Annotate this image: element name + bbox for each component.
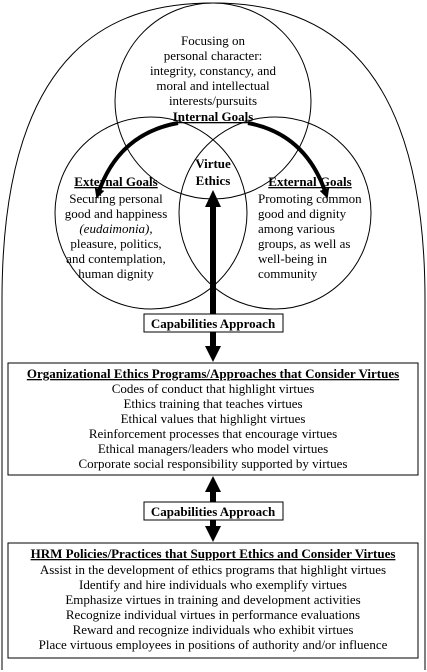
org-ethics-item: Corporate social responsibility supporte…	[79, 456, 348, 471]
curved-arrow-right	[247, 121, 330, 199]
capabilities-approach-upper-label: Capabilities Approach	[151, 316, 276, 331]
hrm-policies-item: Emphasize virtues in training and develo…	[65, 592, 360, 607]
capabilities-approach-lower-label: Capabilities Approach	[151, 504, 276, 519]
virtue-label: Virtue	[195, 156, 231, 171]
curved-arrow-left	[94, 121, 179, 199]
left-external-line: Securing personal	[69, 191, 163, 206]
org-ethics-item: Ethics training that teaches virtues	[123, 396, 302, 411]
org-ethics-item: Reinforcement processes that encourage v…	[89, 426, 337, 441]
internal-line: personal character:	[164, 48, 263, 63]
right-external-line: community	[258, 266, 318, 281]
org-ethics-title: Organizational Ethics Programs/Approache…	[27, 366, 399, 381]
left-external-line: good and happiness	[65, 206, 168, 221]
hrm-policies-item: Place virtuous employees in positions of…	[39, 637, 388, 652]
internal-line: interests/pursuits	[169, 93, 257, 108]
internal-line: Focusing on	[181, 33, 245, 48]
right-external-line: Promoting common	[258, 191, 362, 206]
right-external-goals-label: External Goals	[268, 174, 351, 189]
left-external-line: (eudaimonia),	[79, 221, 152, 236]
hrm-policies-item: Identify and hire individuals who exempl…	[79, 577, 347, 592]
capabilities-approach-lower-box	[143, 501, 284, 521]
arrow-head-up-virtue	[205, 190, 221, 207]
right-external-goals-circle	[178, 116, 372, 310]
right-external-line: good and dignity	[258, 206, 347, 221]
right-external-line: well-being in	[258, 251, 327, 266]
capabilities-approach-upper-box	[143, 313, 284, 333]
left-external-line: pleasure, politics,	[70, 236, 161, 251]
right-external-goals-text: External Goals Promoting common good and…	[258, 174, 362, 281]
org-ethics-box	[7, 362, 419, 476]
internal-line: moral and intellectual	[156, 78, 270, 93]
hrm-policies-item: Recognize individual virtues in performa…	[66, 607, 360, 622]
left-external-goals-circle	[54, 116, 248, 310]
org-ethics-item: Ethical values that highlight virtues	[121, 411, 306, 426]
arrow-head-down-org	[205, 346, 221, 362]
ethics-label: Ethics	[196, 173, 231, 188]
left-external-goals-text: External Goals Securing personal good an…	[65, 174, 168, 281]
hrm-policies-item: Reward and recognize individuals who exh…	[73, 622, 354, 637]
right-external-line: among various	[258, 221, 335, 236]
hrm-policies-box	[7, 542, 419, 659]
hrm-policies-title: HRM Policies/Practices that Support Ethi…	[31, 546, 396, 561]
arrow-head-up-org	[205, 476, 221, 492]
internal-line: integrity, constancy, and	[150, 63, 277, 78]
left-external-goals-label: External Goals	[74, 174, 157, 189]
hrm-policies-item: Assist in the development of ethics prog…	[40, 562, 386, 577]
org-ethics-item: Codes of conduct that highlight virtues	[112, 381, 315, 396]
internal-goals-text: Focusing on personal character: integrit…	[150, 33, 277, 124]
left-external-line: and contemplation,	[66, 251, 166, 266]
right-external-line: groups, as well as	[258, 236, 350, 251]
left-external-line: human dignity	[78, 266, 154, 281]
org-ethics-item: Ethical managers/leaders who model virtu…	[98, 441, 328, 456]
internal-goals-label: Internal Goals	[173, 109, 254, 124]
arrow-head-down-hrm	[205, 526, 221, 542]
